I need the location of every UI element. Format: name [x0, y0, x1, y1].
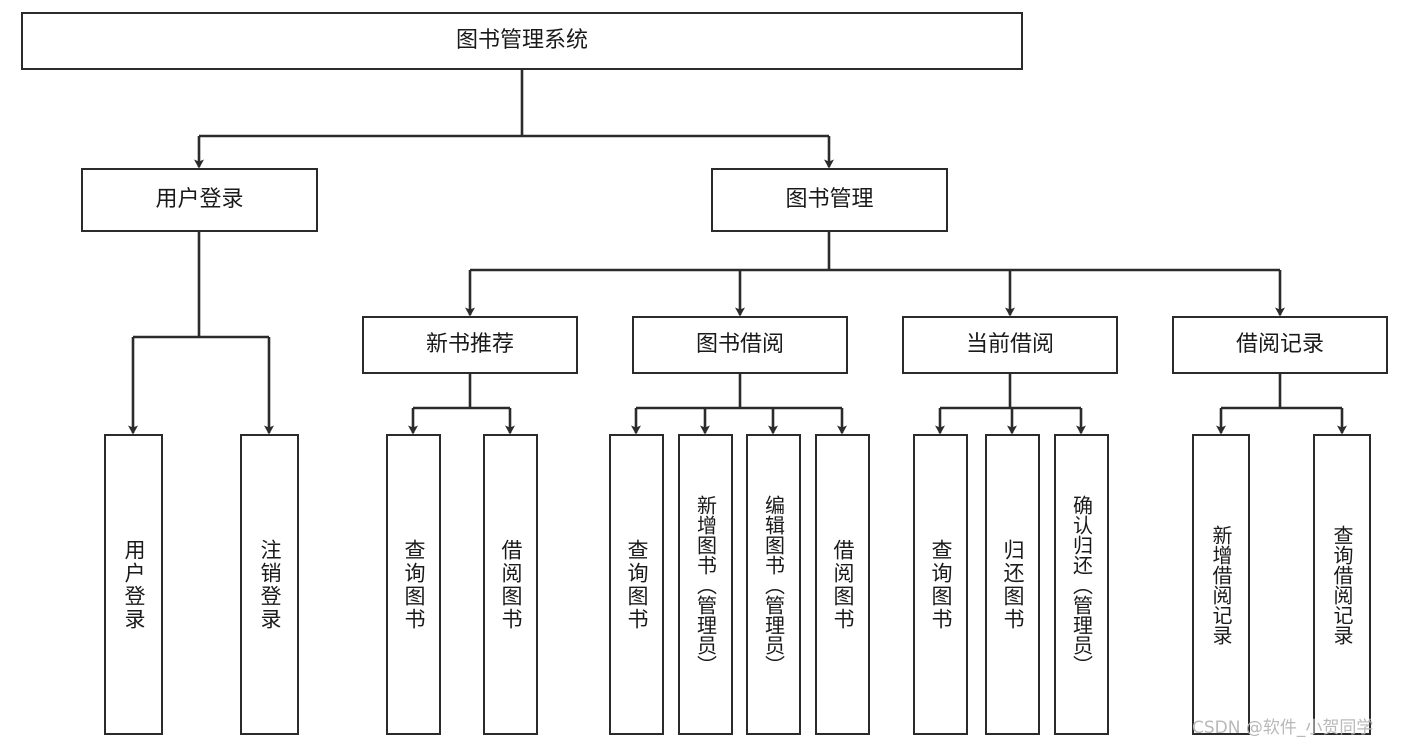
node-new-book-recommend[interactable]: 新书推荐 — [362, 316, 578, 374]
node-user-login[interactable]: 用户登录 — [81, 168, 318, 232]
node-label: 归还图书 — [1001, 538, 1025, 631]
node-borrow-record[interactable]: 借阅记录 — [1172, 316, 1388, 374]
node-leaf-user-logout[interactable]: 注销登录 — [240, 434, 299, 735]
node-label: 图书借阅 — [695, 332, 784, 358]
node-label: 查询图书 — [625, 538, 649, 631]
node-label: 图书管理 — [785, 187, 874, 213]
node-label: 注销登录 — [258, 538, 282, 631]
node-label: 编辑图书（管理员） — [761, 494, 786, 675]
node-leaf-add-book[interactable]: 新增图书（管理员） — [678, 434, 733, 735]
node-label: 新增借阅记录 — [1209, 524, 1233, 645]
node-label: 用户登录 — [155, 187, 244, 213]
node-leaf-edit-book[interactable]: 编辑图书（管理员） — [746, 434, 801, 735]
node-book-manage[interactable]: 图书管理 — [711, 168, 948, 232]
node-label: 借阅图书 — [831, 538, 855, 631]
node-leaf-user-login[interactable]: 用户登录 — [104, 434, 163, 735]
csdn-watermark: CSDN @软件_小贺同学 — [1192, 718, 1374, 738]
node-label: 新书推荐 — [425, 332, 514, 358]
node-label: 确认归还（管理员） — [1069, 494, 1094, 675]
node-book-borrow[interactable]: 图书借阅 — [632, 316, 848, 374]
node-leaf-query-book-current[interactable]: 查询图书 — [913, 434, 968, 735]
node-label: 图书管理系统 — [455, 28, 588, 54]
node-leaf-query-borrow-record[interactable]: 查询借阅记录 — [1313, 434, 1371, 735]
node-leaf-confirm-return[interactable]: 确认归还（管理员） — [1054, 434, 1109, 735]
node-label: 查询图书 — [929, 538, 953, 631]
node-leaf-return-book[interactable]: 归还图书 — [985, 434, 1040, 735]
edges-group — [128, 70, 1347, 435]
node-label: 新增图书（管理员） — [693, 494, 718, 675]
node-root[interactable]: 图书管理系统 — [21, 12, 1023, 70]
node-current-borrow[interactable]: 当前借阅 — [902, 316, 1118, 374]
node-leaf-borrow-book-rec[interactable]: 借阅图书 — [483, 434, 538, 735]
node-leaf-query-book-borrow[interactable]: 查询图书 — [609, 434, 664, 735]
node-leaf-query-book-rec[interactable]: 查询图书 — [386, 434, 441, 735]
node-label: 借阅图书 — [499, 538, 523, 631]
node-label: 查询图书 — [402, 538, 426, 631]
node-label: 用户登录 — [122, 538, 146, 631]
node-label: 查询借阅记录 — [1330, 524, 1354, 645]
node-leaf-borrow-book[interactable]: 借阅图书 — [815, 434, 870, 735]
node-leaf-add-borrow-record[interactable]: 新增借阅记录 — [1192, 434, 1250, 735]
node-label: 当前借阅 — [965, 332, 1054, 358]
node-label: 借阅记录 — [1235, 332, 1324, 358]
